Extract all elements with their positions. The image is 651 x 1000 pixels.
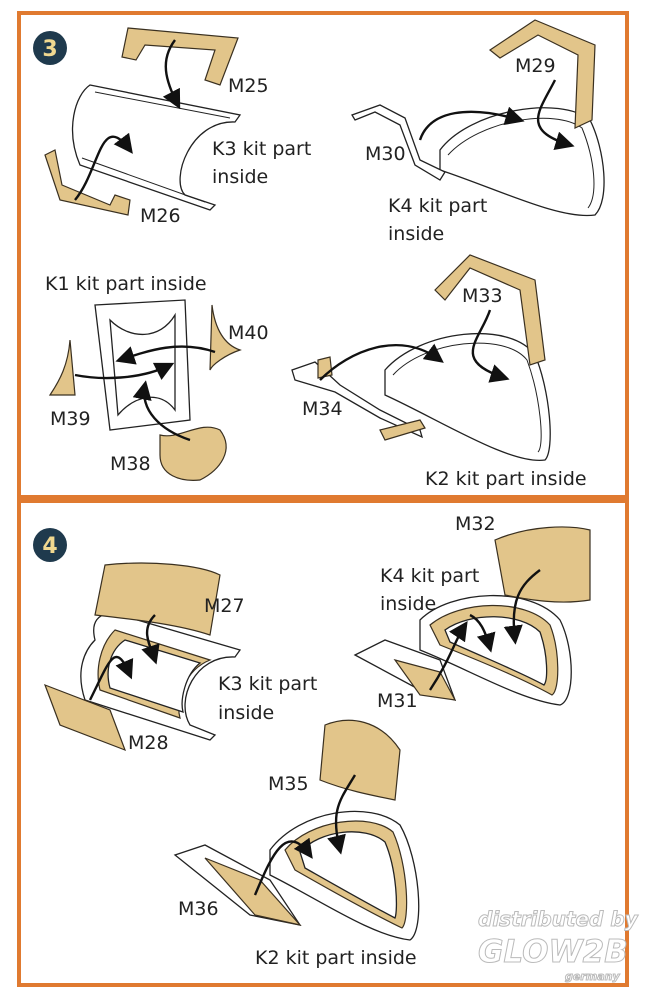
label-k2: K2 kit part inside	[425, 468, 587, 490]
k1-part	[94, 299, 191, 431]
arrow	[469, 613, 496, 653]
step-4-badge: 4	[33, 528, 67, 562]
step-4-panel: 4 M27 K3 kit part inside M28 M32 K4 kit …	[17, 499, 629, 987]
label-m28: M28	[128, 732, 169, 754]
step-3-badge: 3	[33, 31, 67, 65]
m33-part	[434, 254, 546, 366]
label-k4-line1: K4 kit part	[388, 195, 487, 217]
arrow	[471, 309, 510, 383]
label-k4-line2: inside	[388, 223, 444, 245]
label-m29: M29	[515, 55, 556, 77]
label-k2: K2 kit part inside	[255, 947, 417, 969]
arrow	[429, 621, 468, 691]
label-m30: M30	[365, 143, 406, 165]
arrow	[319, 343, 444, 381]
m40-part	[209, 304, 242, 371]
label-k3-line1: K3 kit part	[218, 673, 317, 695]
m27-part	[94, 562, 221, 636]
step-3-number: 3	[42, 37, 57, 62]
label-k4-line1: K4 kit part	[380, 565, 479, 587]
arrow	[88, 655, 134, 701]
m34-part	[317, 356, 426, 441]
m26-part	[44, 149, 131, 216]
watermark-line3: germany	[565, 970, 620, 983]
arrow	[327, 774, 357, 855]
watermark-line1: distributed by	[478, 907, 639, 931]
label-m31: M31	[377, 690, 418, 712]
step-4-number: 4	[42, 534, 57, 559]
arrow	[503, 569, 541, 645]
label-k4-line2: inside	[380, 593, 436, 615]
arrow	[141, 614, 160, 665]
m39-part	[48, 339, 76, 396]
m28-part	[43, 683, 127, 752]
label-m40: M40	[228, 322, 269, 344]
m35-part	[319, 719, 401, 801]
m32-part	[494, 526, 591, 603]
arrow	[418, 106, 525, 141]
m38-part	[159, 426, 227, 481]
label-m36: M36	[178, 898, 219, 920]
arrow	[132, 380, 191, 442]
label-m25: M25	[228, 75, 269, 97]
step-3-panel: 3 M25 K3 kit part inside M26 M29 M30 K4 …	[17, 11, 629, 499]
arrow	[74, 362, 175, 381]
m25-part	[121, 27, 239, 86]
label-m38: M38	[110, 453, 151, 475]
label-k3-line2: inside	[218, 702, 274, 724]
label-m32: M32	[455, 513, 496, 535]
distributor-watermark: distributed by GLOW2B germany	[478, 907, 640, 984]
m29-part	[488, 19, 596, 129]
label-m27: M27	[204, 595, 245, 617]
k3-frame-part	[72, 84, 242, 211]
arrow	[162, 39, 181, 110]
arrow	[74, 132, 133, 201]
arrow	[253, 837, 313, 896]
label-k1: K1 kit part inside	[45, 273, 207, 295]
label-m39: M39	[50, 408, 91, 430]
label-m34: M34	[302, 398, 343, 420]
label-m26: M26	[140, 205, 181, 227]
arrow	[115, 345, 216, 365]
label-m33: M33	[462, 285, 503, 307]
m36-part	[204, 857, 302, 926]
label-k3-line1: K3 kit part	[212, 138, 311, 160]
m31-part	[393, 658, 457, 701]
label-k3-line2: inside	[212, 166, 268, 188]
label-m35: M35	[268, 773, 309, 795]
watermark-logo: GLOW2B	[478, 934, 628, 970]
arrow	[536, 79, 575, 151]
